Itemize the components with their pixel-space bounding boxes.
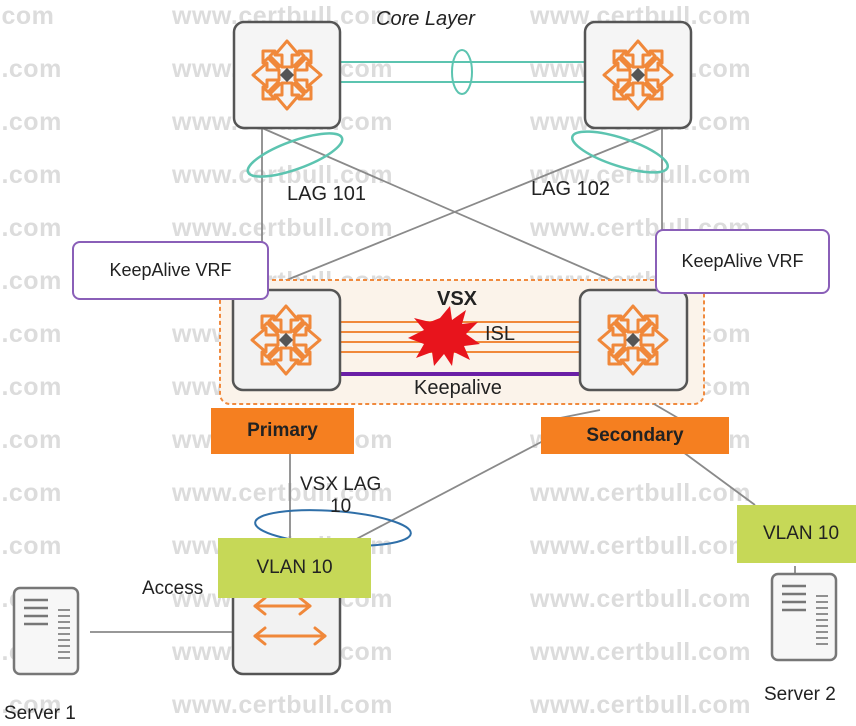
watermark-text: www.certbull.com — [530, 638, 752, 666]
lag-102-ellipse — [571, 130, 669, 174]
isl-label: ISL — [485, 323, 516, 345]
watermark-text: l.com — [0, 373, 62, 401]
watermark-text: l.com — [0, 426, 62, 454]
watermark-text: .com — [0, 2, 55, 30]
server-icon — [12, 586, 80, 676]
watermark-text: www.certbull.com — [172, 214, 394, 242]
switch-arrows-icon — [253, 596, 327, 646]
watermark-text: www.certbull.com — [530, 691, 752, 719]
vsx-lag-line2: 10 — [330, 496, 352, 517]
vsx-lag-label: VSX LAG 10 — [300, 474, 381, 518]
watermark-text: l.com — [0, 108, 62, 136]
link-core1-secondary — [261, 127, 635, 291]
lag-101-ellipse — [246, 132, 344, 178]
core-lag-ellipse — [451, 49, 473, 95]
vlan-left-badge: VLAN 10 — [218, 538, 371, 598]
server1-label: Server 1 — [4, 703, 76, 724]
isl-failure-starburst — [408, 306, 480, 366]
watermark-text: l.com — [0, 320, 62, 348]
vsx-lag-line1: VSX LAG — [300, 474, 382, 495]
access-label: Access — [142, 578, 204, 599]
keepalive-vrf-left: KeepAlive VRF — [72, 241, 269, 300]
watermark-text: l.com — [0, 55, 62, 83]
watermark-text: l.com — [0, 691, 62, 719]
primary-role-badge: Primary — [211, 408, 354, 454]
downlink-lines — [90, 403, 796, 633]
watermark-text: l.com — [0, 161, 62, 189]
watermark-text: l.com — [0, 532, 62, 560]
keepalive-label: Keepalive — [414, 377, 502, 399]
core-interconnect — [340, 61, 585, 83]
watermark-text: www.certbull.com — [172, 691, 394, 719]
vlan-right-badge: VLAN 10 — [737, 505, 856, 563]
uplink-lines — [261, 127, 663, 291]
watermark-text: www.certbull.com — [530, 585, 752, 613]
lag-102-label: LAG 102 — [531, 178, 610, 200]
watermark-text: www.certbull.com — [530, 532, 752, 560]
core-layer-title: Core Layer — [376, 8, 475, 30]
server-icon — [770, 572, 838, 662]
watermark-text: www.certbull.com — [172, 161, 394, 189]
watermark-text: www.certbull.com — [172, 479, 394, 507]
vsx-label: VSX — [437, 288, 478, 310]
watermark-text: l.com — [0, 267, 62, 295]
lag-101-label: LAG 101 — [287, 183, 366, 205]
watermark-text: www.certbull.com — [530, 479, 752, 507]
link-core2-primary — [261, 127, 663, 291]
keepalive-vrf-right: KeepAlive VRF — [655, 229, 830, 294]
watermark-text: l.com — [0, 479, 62, 507]
secondary-role-badge: Secondary — [541, 417, 729, 454]
watermark-text: l.com — [0, 214, 62, 242]
server2-label: Server 2 — [764, 684, 836, 705]
